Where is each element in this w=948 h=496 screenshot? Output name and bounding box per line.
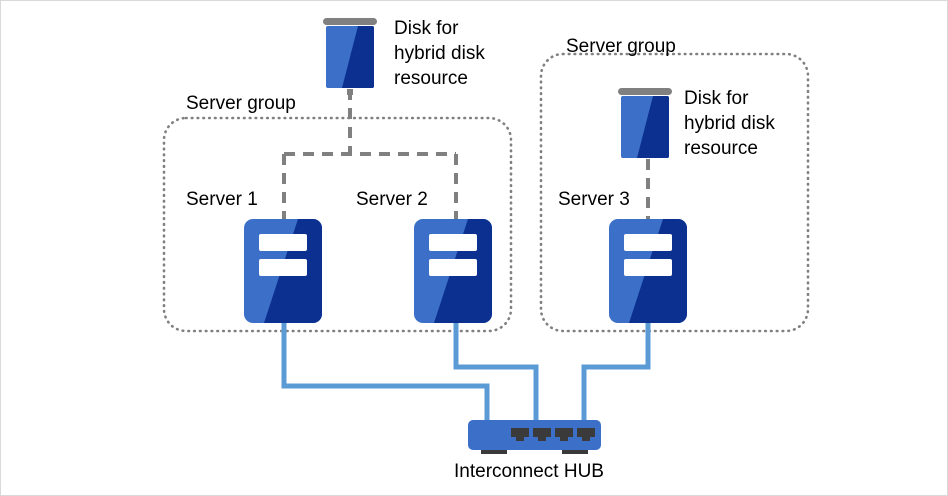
disk-link-shared — [282, 89, 458, 219]
hub-ports — [511, 428, 595, 441]
disk-group-right-icon — [618, 88, 672, 158]
server-group-right-border — [539, 52, 810, 333]
server-3-label: Server 3 — [558, 189, 630, 210]
server-group-left-border — [162, 116, 513, 333]
server-2-icon — [414, 219, 492, 323]
network-line-server-1 — [281, 323, 490, 420]
disk-shared-icon — [323, 18, 377, 95]
server-1-label: Server 1 — [186, 189, 258, 210]
server-1-icon — [244, 219, 322, 323]
group-right-label: Server group — [566, 36, 676, 57]
disk-shared-label: Disk for hybrid disk resource — [394, 18, 485, 89]
server-2-label: Server 2 — [356, 189, 428, 210]
interconnect-hub-label: Interconnect HUB — [454, 461, 604, 482]
network-line-server-2 — [453, 323, 539, 420]
group-left-label: Server group — [186, 93, 296, 114]
disk-group-right-label: Disk for hybrid disk resource — [684, 88, 775, 159]
interconnect-hub-icon — [468, 420, 601, 454]
server-3-icon — [609, 219, 687, 323]
network-line-server-3 — [581, 323, 651, 420]
